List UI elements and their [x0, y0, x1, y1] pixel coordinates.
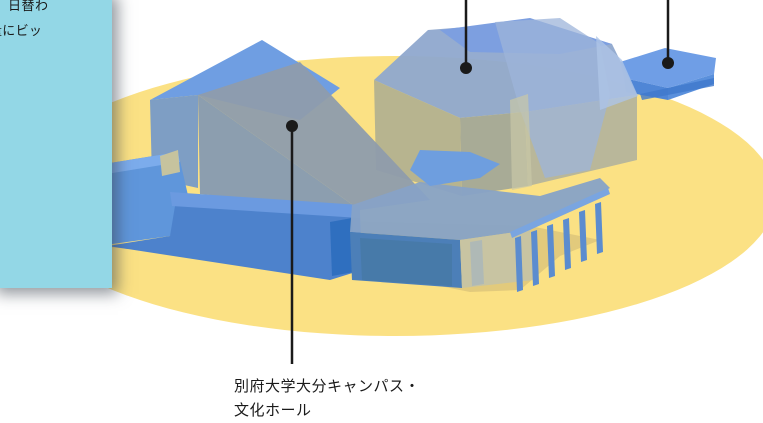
callout-label-line-2: 文化ホール [234, 401, 312, 419]
marker-dot-upper-right [662, 57, 674, 69]
marker-dot-upper-left [460, 62, 472, 74]
info-panel-text-line-1: 日替わ [8, 0, 49, 14]
colonnade [510, 188, 610, 292]
info-panel-text-line-2: 量にビッ [0, 24, 43, 39]
main-hall [98, 40, 430, 280]
info-panel: 日替わ 量にビッ [0, 0, 112, 288]
marker-dot-main [286, 120, 298, 132]
callout-label-line-1: 別府大学大分キャンパス・ [234, 377, 421, 395]
hall-block [374, 18, 638, 196]
